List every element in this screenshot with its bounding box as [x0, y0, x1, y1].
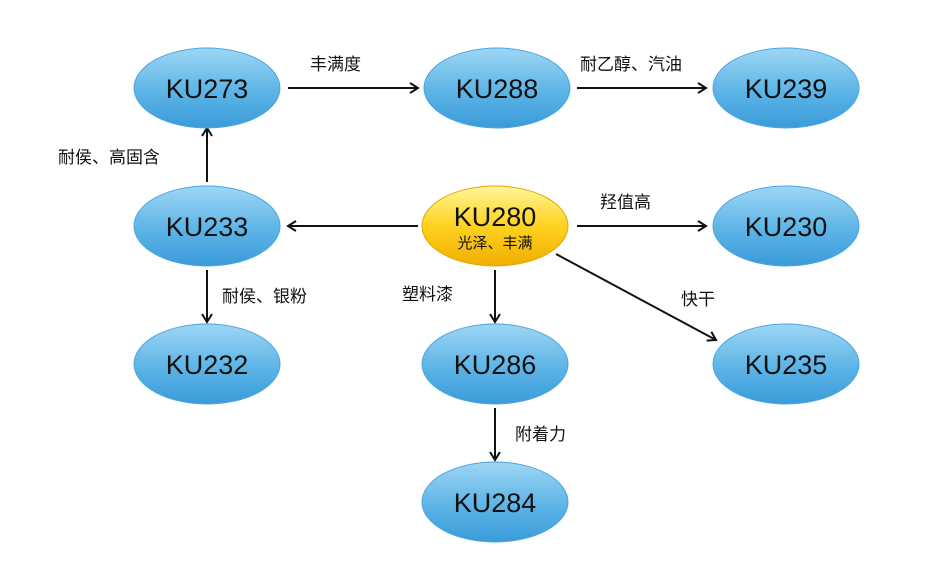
- node-ku232: KU232: [133, 323, 281, 405]
- node-label: KU273: [166, 74, 249, 104]
- edges: 丰满度 耐乙醇、汽油 耐侯、高固含 羟值高 耐侯、银粉 塑料漆 快干 附着力: [58, 55, 718, 462]
- edge-label-ku286-ku284: 附着力: [515, 425, 566, 445]
- node-label: KU235: [745, 350, 828, 380]
- node-ku280-center: KU280 光泽、丰满: [421, 185, 569, 267]
- edge-label-ku233-ku232: 耐侯、银粉: [222, 287, 307, 307]
- node-ku230: KU230: [712, 185, 860, 267]
- node-label: KU288: [456, 74, 539, 104]
- node-sublabel: 光泽、丰满: [457, 234, 532, 252]
- node-label: KU286: [454, 350, 537, 380]
- node-label: KU232: [166, 350, 249, 380]
- node-label: KU239: [745, 74, 828, 104]
- edge-label-ku233-ku273: 耐侯、高固含: [58, 148, 160, 168]
- node-ku235: KU235: [712, 323, 860, 405]
- node-ku273: KU273: [133, 47, 281, 129]
- edge-label-ku273-ku288: 丰满度: [310, 55, 361, 75]
- node-label: KU280: [454, 202, 537, 232]
- node-label: KU284: [454, 488, 537, 518]
- node-label: KU233: [166, 212, 249, 242]
- node-ku288: KU288: [423, 47, 571, 129]
- edge-label-ku280-ku230: 羟值高: [600, 193, 651, 213]
- edge-label-ku280-ku235: 快干: [681, 290, 715, 310]
- node-label: KU230: [745, 212, 828, 242]
- edge-label-ku280-ku286: 塑料漆: [402, 285, 453, 305]
- node-ku284: KU284: [421, 461, 569, 543]
- edge-label-ku288-ku239: 耐乙醇、汽油: [580, 55, 682, 75]
- edge-ku280-ku235: [555, 253, 718, 342]
- node-ku286: KU286: [421, 323, 569, 405]
- node-ku239: KU239: [712, 47, 860, 129]
- node-ku233: KU233: [133, 185, 281, 267]
